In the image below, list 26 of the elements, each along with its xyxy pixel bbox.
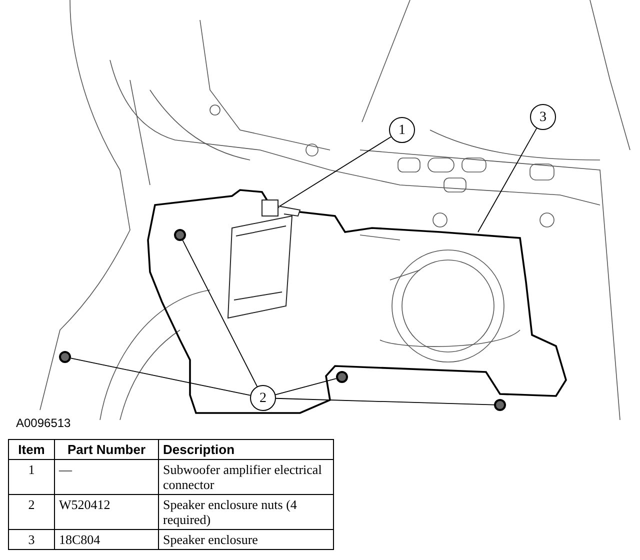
callout-number: 2 [250, 385, 276, 411]
nut [59, 351, 71, 363]
leader-line [276, 398, 494, 406]
figure-code: A0096513 [16, 415, 71, 432]
table-cell: 2 [8, 494, 54, 530]
table-cell: 3 [8, 530, 54, 550]
table-cell: 1 [8, 460, 54, 494]
table-cell: W520412 [54, 494, 158, 530]
table-cell: Speaker enclosure [158, 530, 334, 550]
header-cell: Item [8, 440, 54, 460]
leader-line [275, 378, 337, 396]
table-cell: Speaker enclosure nuts (4 required) [158, 494, 334, 530]
header-cell: Description [158, 440, 334, 460]
nut [336, 371, 348, 383]
leader-line [280, 136, 392, 206]
table-cell: Subwoofer amplifier electrical connector [158, 460, 334, 494]
leader-line [182, 240, 258, 387]
leader-line [70, 358, 251, 396]
table-cell: 18C804 [54, 530, 158, 550]
nut [174, 229, 186, 241]
table-cell: — [54, 460, 158, 494]
header-cell: Part Number [54, 440, 158, 460]
nut [494, 399, 506, 411]
callout-number: 3 [530, 104, 556, 130]
callout-number: 1 [389, 117, 415, 143]
leader-line [478, 128, 538, 232]
